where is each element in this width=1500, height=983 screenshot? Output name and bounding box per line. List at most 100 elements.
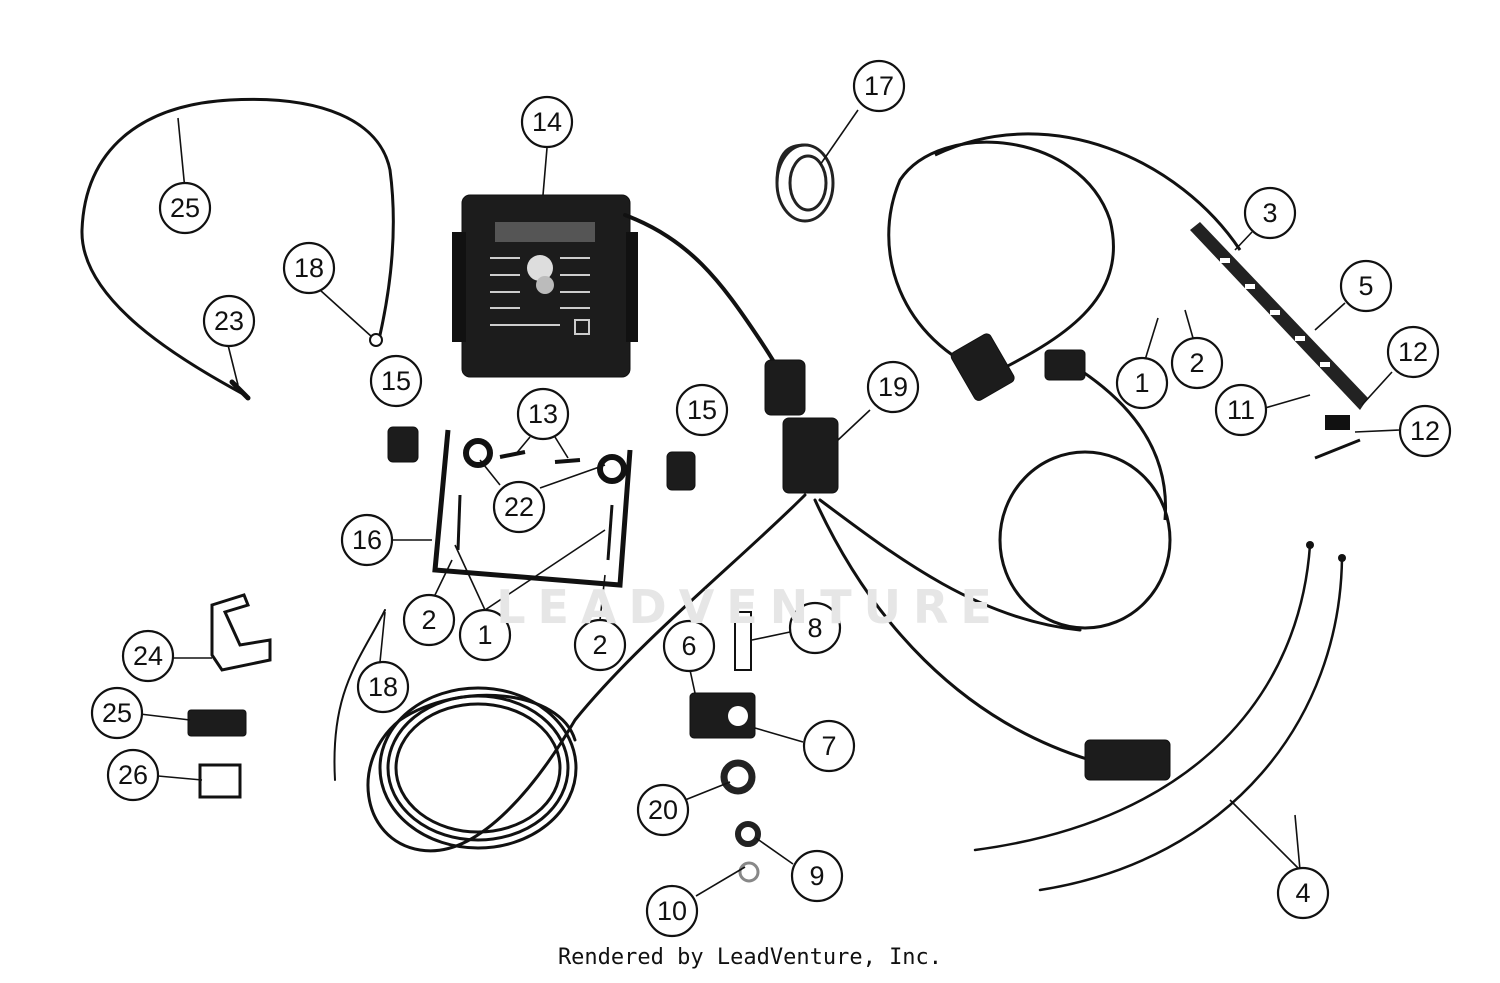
callout-15b: 15 bbox=[675, 383, 729, 437]
rod-4b bbox=[1038, 556, 1344, 892]
screw-13a bbox=[499, 450, 526, 459]
rod-4a bbox=[973, 543, 1312, 852]
callout-12b: 12 bbox=[1398, 404, 1452, 458]
connector-plug bbox=[764, 359, 806, 416]
screw-13b bbox=[554, 458, 581, 464]
washer-9 bbox=[735, 821, 761, 847]
callout-15a: 15 bbox=[369, 354, 423, 408]
callout-1b: 1 bbox=[1115, 356, 1169, 410]
callout-16: 16 bbox=[340, 513, 394, 567]
harness-right bbox=[813, 498, 1092, 762]
callout-1b-label: 1 bbox=[1134, 368, 1149, 398]
bracket-16 bbox=[432, 429, 633, 588]
cable-21 bbox=[80, 97, 395, 397]
callout-21: 25 bbox=[158, 181, 212, 235]
callout-2a-label: 2 bbox=[421, 605, 436, 635]
callout-9-label: 9 bbox=[809, 861, 824, 891]
callout-20-label: 20 bbox=[648, 795, 678, 825]
callout-22: 22 bbox=[492, 480, 546, 534]
connector-loop-b bbox=[1044, 349, 1086, 381]
callout-2b-label: 2 bbox=[592, 630, 607, 660]
clip-6 bbox=[689, 692, 756, 739]
footer-credit: Rendered by LeadVenture, Inc. bbox=[557, 945, 943, 970]
callout-7-label: 7 bbox=[821, 731, 836, 761]
callout-6-label: 6 bbox=[681, 631, 696, 661]
clip-24 bbox=[210, 593, 272, 672]
callout-2c-label: 2 bbox=[1189, 348, 1204, 378]
callout-17: 17 bbox=[852, 59, 906, 113]
wire-18-lower bbox=[333, 609, 386, 781]
callout-2c: 2 bbox=[1170, 336, 1224, 390]
wire-coil bbox=[378, 686, 578, 850]
callout-6: 6 bbox=[662, 619, 716, 673]
callout-11-label: 11 bbox=[1227, 395, 1255, 425]
callout-26-label: 26 bbox=[118, 760, 148, 790]
callout-12b-label: 12 bbox=[1410, 416, 1440, 446]
connector-loop-a bbox=[950, 333, 1015, 401]
callout-23: 23 bbox=[202, 294, 256, 348]
callout-19: 19 bbox=[866, 360, 920, 414]
callout-5-label: 5 bbox=[1358, 271, 1373, 301]
callout-22-label: 22 bbox=[504, 492, 534, 522]
callout-2a: 2 bbox=[402, 593, 456, 647]
callout-1a: 1 bbox=[458, 608, 512, 662]
callout-18a-label: 18 bbox=[294, 253, 324, 283]
callout-4: 4 bbox=[1276, 866, 1330, 920]
callout-25: 25 bbox=[90, 686, 144, 740]
callout-7: 7 bbox=[802, 719, 856, 773]
callout-12a: 12 bbox=[1386, 325, 1440, 379]
callout-1a-label: 1 bbox=[477, 620, 492, 650]
bracket-5 bbox=[1190, 222, 1368, 460]
callout-13: 13 bbox=[516, 387, 570, 441]
grommet-15-left bbox=[387, 426, 419, 463]
callout-24-label: 24 bbox=[133, 641, 163, 671]
callout-25-label: 25 bbox=[102, 698, 132, 728]
harness-left bbox=[366, 493, 807, 853]
connector-right bbox=[1084, 739, 1171, 781]
grommet-15-right bbox=[666, 451, 696, 491]
callout-21-label: 25 bbox=[170, 193, 200, 223]
washer-22-right bbox=[597, 454, 627, 484]
controller-14 bbox=[452, 194, 638, 378]
callout-20: 20 bbox=[636, 783, 690, 837]
callout-18b-label: 18 bbox=[368, 672, 398, 702]
callout-2b: 2 bbox=[573, 618, 627, 672]
callout-5: 5 bbox=[1339, 259, 1393, 313]
callout-19-label: 19 bbox=[878, 372, 908, 402]
callout-24: 24 bbox=[121, 629, 175, 683]
callout-18a: 18 bbox=[282, 241, 336, 295]
callout-10: 10 bbox=[645, 884, 699, 938]
washer-10 bbox=[738, 861, 760, 883]
bolt-8 bbox=[734, 611, 752, 671]
callout-9: 9 bbox=[790, 849, 844, 903]
callout-11: 11 bbox=[1214, 383, 1268, 437]
terminal-23 bbox=[229, 379, 251, 401]
leader-lines bbox=[139, 109, 1401, 897]
harness-mid bbox=[818, 498, 1082, 632]
connector-19 bbox=[782, 417, 839, 494]
callout-26: 26 bbox=[106, 748, 160, 802]
callout-10-label: 10 bbox=[657, 896, 687, 926]
bolts-1 bbox=[456, 494, 614, 561]
cable-loop-right bbox=[887, 132, 1242, 630]
callout-18b: 18 bbox=[356, 660, 410, 714]
washer-22-left bbox=[463, 438, 493, 468]
tape-roll-17 bbox=[775, 143, 835, 223]
callout-3-label: 3 bbox=[1262, 198, 1277, 228]
terminal-18-ring bbox=[369, 333, 383, 347]
callout-3: 3 bbox=[1243, 186, 1297, 240]
callout-15a-label: 15 bbox=[381, 366, 411, 396]
callout-16-label: 16 bbox=[352, 525, 382, 555]
nut-20 bbox=[720, 759, 756, 795]
clip-25 bbox=[187, 709, 247, 737]
watermark: LEADVENTURE bbox=[496, 580, 1004, 634]
callout-8: 8 bbox=[788, 601, 842, 655]
callout-23-label: 23 bbox=[214, 306, 244, 336]
callout-14: 14 bbox=[520, 95, 574, 149]
callout-13-label: 13 bbox=[528, 399, 558, 429]
callout-17-label: 17 bbox=[864, 71, 894, 101]
callout-12a-label: 12 bbox=[1398, 337, 1428, 367]
callout-14-label: 14 bbox=[532, 107, 562, 137]
callout-15b-label: 15 bbox=[687, 395, 717, 425]
